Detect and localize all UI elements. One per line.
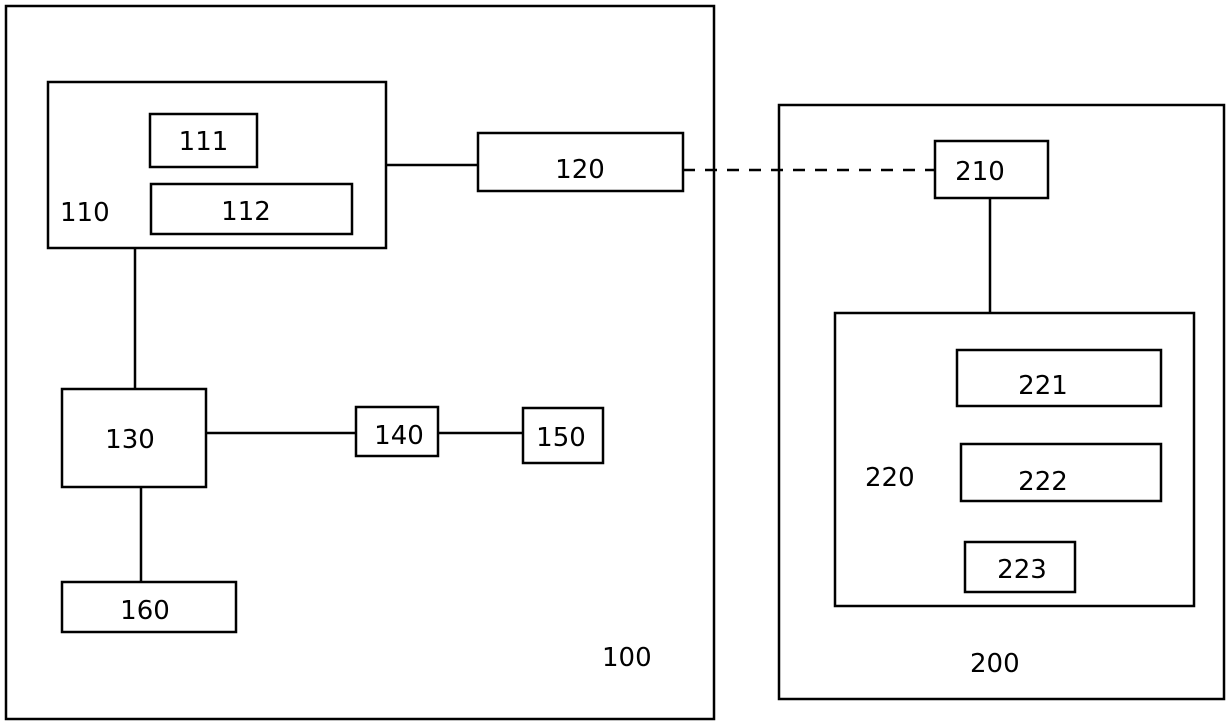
system-200-label: 200: [970, 649, 1020, 679]
block-223-label: 223: [997, 555, 1047, 585]
block-160-label: 160: [120, 596, 170, 626]
block-112-label: 112: [221, 197, 271, 227]
block-221-label: 221: [1018, 371, 1068, 401]
block-120-label: 120: [555, 155, 605, 185]
block-220-label: 220: [865, 463, 915, 493]
block-110-label: 110: [60, 198, 110, 228]
block-130-label: 130: [105, 425, 155, 455]
system-100-label: 100: [602, 643, 652, 673]
block-210-label: 210: [955, 157, 1005, 187]
block-140-label: 140: [374, 421, 424, 451]
block-111-label: 111: [179, 127, 229, 157]
block-150-label: 150: [536, 423, 586, 453]
block-222-label: 222: [1018, 467, 1068, 497]
